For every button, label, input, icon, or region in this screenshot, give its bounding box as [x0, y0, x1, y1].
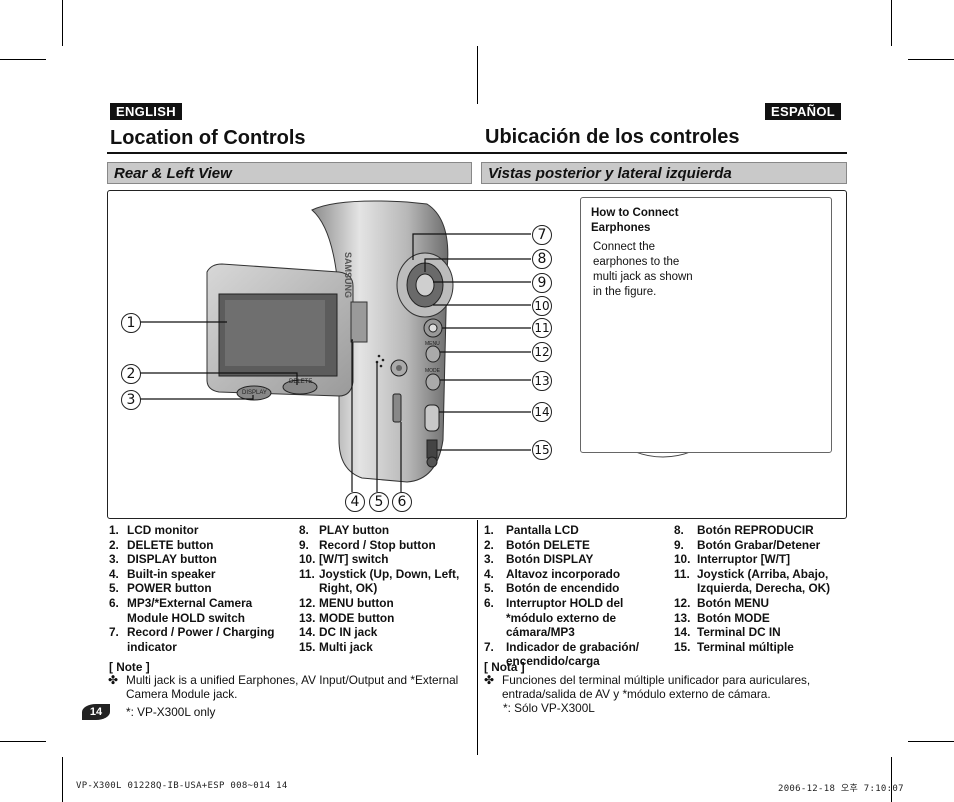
- list-item: 1.Pantalla LCD: [484, 523, 579, 537]
- list-item: 14.Terminal DC IN: [674, 625, 781, 640]
- controls-list-english-col2: 8.PLAY button 9.Record / Stop button 10.…: [299, 523, 469, 654]
- list-item: 9.Record / Stop button: [299, 537, 436, 552]
- menu-button-shape: [425, 345, 441, 363]
- note-text-english: ✤ Multi jack is a unified Earphones, AV …: [108, 673, 459, 701]
- controls-list-spanish-col1: 1.Pantalla LCD 2.Botón DELETE 3.Botón DI…: [484, 523, 664, 669]
- note-footnote-spanish: *: Sólo VP-X300L: [503, 701, 595, 715]
- language-tag-spanish: ESPAÑOL: [765, 103, 841, 120]
- earphone-connection-inset: How to Connect Earphones Connect the ear…: [580, 197, 832, 453]
- callout-6: 6: [392, 492, 412, 512]
- inset-text: Connect the earphones to the multi jack …: [593, 241, 693, 298]
- list-item: 14.DC IN jack: [299, 625, 378, 640]
- list-item: 12.MENU button: [299, 595, 394, 610]
- list-item: 8.Botón REPRODUCIR: [674, 523, 814, 537]
- figure-frame: [107, 190, 847, 519]
- list-item: 13.MODE button: [299, 610, 395, 625]
- list-item: 5.Botón de encendido: [484, 581, 620, 596]
- crop-mark: [891, 757, 892, 802]
- callout-4: 4: [345, 492, 365, 512]
- list-item: 10.[W/T] switch: [299, 552, 389, 567]
- callout-8: 8: [532, 249, 552, 269]
- callout-11: 11: [532, 318, 552, 338]
- crop-mark: [0, 59, 46, 60]
- callout-13: 13: [532, 371, 552, 391]
- dc-in-cover: [424, 404, 440, 432]
- title-rule: [107, 152, 847, 154]
- note-bullet-icon: ✤: [108, 673, 119, 687]
- controls-list-english-col1: 1.LCD monitor 2.DELETE button 3.DISPLAY …: [109, 523, 289, 654]
- note-bullet-icon: ✤: [484, 673, 495, 687]
- crop-mark: [0, 741, 46, 742]
- menu-label: MENU: [425, 341, 440, 347]
- callout-1: 1: [121, 313, 141, 333]
- list-item: 2.Botón DELETE: [484, 537, 590, 552]
- callout-7: 7: [532, 225, 552, 245]
- callout-9: 9: [532, 273, 552, 293]
- list-item: 4.Built-in speaker: [109, 566, 216, 581]
- note-footnote-english: *: VP-X300L only: [126, 705, 216, 719]
- section-heading-spanish: Vistas posterior y lateral izquierda: [481, 162, 847, 184]
- inset-title: How to Connect Earphones: [591, 207, 679, 234]
- mode-button-shape: [425, 373, 441, 391]
- crop-mark: [477, 46, 478, 104]
- crop-mark: [62, 757, 63, 802]
- footer-left: VP-X300L 01228Q-IB-USA+ESP 008~014 14: [76, 781, 288, 791]
- callout-10: 10: [532, 296, 552, 316]
- page-title-english: Location of Controls: [110, 127, 306, 149]
- multi-jack-shape: [426, 439, 438, 459]
- list-item: 2.DELETE button: [109, 537, 214, 552]
- column-divider: [477, 520, 478, 755]
- list-item: 8.PLAY button: [299, 523, 390, 537]
- list-item: 6.Interruptor HOLD del *módulo externo d…: [484, 595, 624, 640]
- note-text-spanish: ✤ Funciones del terminal múltiple unific…: [484, 673, 811, 701]
- language-tag-english: ENGLISH: [110, 103, 182, 120]
- list-item: 9.Botón Grabar/Detener: [674, 537, 821, 552]
- crop-mark: [891, 0, 892, 46]
- display-label: DISPLAY: [242, 390, 267, 396]
- note-heading-spanish: [ Nota ]: [484, 660, 525, 674]
- list-item: 3.DISPLAY button: [109, 552, 217, 567]
- list-item: 5.POWER button: [109, 581, 212, 596]
- delete-label: DELETE: [289, 379, 312, 385]
- callout-12: 12: [532, 342, 552, 362]
- callout-5: 5: [369, 492, 389, 512]
- list-item: 7.Indicador de grabación/ encendido/carg…: [484, 639, 640, 669]
- list-item: 10.Interruptor [W/T]: [674, 552, 791, 567]
- list-item: 4.Altavoz incorporado: [484, 566, 621, 581]
- crop-mark: [62, 0, 63, 46]
- section-heading-english: Rear & Left View: [107, 162, 472, 184]
- list-item: 13.Botón MODE: [674, 610, 770, 625]
- list-item: 11.Joystick (Arriba, Abajo, Izquierda, D…: [674, 566, 831, 596]
- note-heading-english: [ Note ]: [109, 660, 150, 674]
- list-item: 1.LCD monitor: [109, 523, 199, 537]
- list-item: 15.Terminal múltiple: [674, 639, 794, 654]
- callout-3: 3: [121, 390, 141, 410]
- delete-button-shape: [282, 379, 318, 395]
- page-number: 14: [82, 704, 110, 720]
- callout-14: 14: [532, 402, 552, 422]
- crop-mark: [908, 59, 954, 60]
- list-item: 6.MP3/*External Camera Module HOLD switc…: [109, 595, 253, 625]
- footer-right: 2006-12-18 오후 7:10:07: [778, 784, 904, 794]
- hold-switch-shape: [392, 393, 402, 423]
- display-button-shape: [236, 385, 272, 401]
- crop-mark: [908, 741, 954, 742]
- mode-label: MODE: [425, 368, 441, 374]
- brand-label: SAMSUNG: [343, 252, 353, 298]
- callout-15: 15: [532, 440, 552, 460]
- controls-list-spanish-col2: 8.Botón REPRODUCIR 9.Botón Grabar/Detene…: [674, 523, 844, 654]
- list-item: 15.Multi jack: [299, 639, 373, 654]
- page-title-spanish: Ubicación de los controles: [485, 126, 740, 148]
- list-item: 11.Joystick (Up, Down, Left, Right, OK): [299, 566, 460, 596]
- callout-2: 2: [121, 364, 141, 384]
- list-item: 12.Botón MENU: [674, 595, 770, 610]
- list-item: 3.Botón DISPLAY: [484, 552, 594, 567]
- list-item: 7.Record / Power / Charging indicator: [109, 625, 275, 654]
